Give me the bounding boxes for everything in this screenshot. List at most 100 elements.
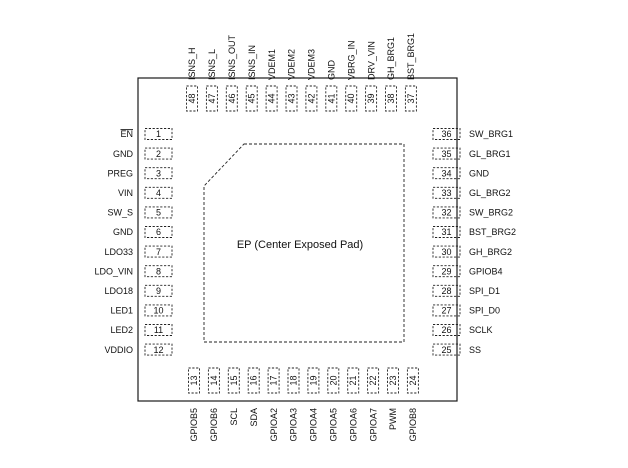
pin-name-3: PREG [107, 168, 133, 178]
pin-pad-35 [432, 147, 461, 160]
pin-number-45: 45 [247, 93, 257, 103]
pin-name-29: GPIOB4 [469, 266, 503, 276]
pin-name-32: SW_BRG2 [469, 208, 513, 218]
pin-pad-38 [385, 85, 397, 112]
pin-group: 1EN2GND3PREG4VIN5SW_S6GND7LDO338LDO_VIN9… [94, 33, 516, 442]
pin-pad-2 [144, 147, 173, 160]
pin-name-26: SCLK [469, 325, 493, 335]
pin-name-31: BST_BRG2 [469, 227, 516, 237]
pin-name-20: GPIOA5 [329, 408, 339, 442]
pin-name-25: SS [469, 345, 481, 355]
pin-pad-4 [144, 186, 173, 199]
pin-number-21: 21 [348, 375, 358, 385]
pin-name-5: SW_S [107, 208, 133, 218]
pin-number-23: 23 [388, 375, 398, 385]
pin-number-42: 42 [306, 93, 316, 103]
pin-name-17: GPIOA2 [269, 408, 279, 442]
pin-name-27: SPI_D0 [469, 306, 500, 316]
pin-number-28: 28 [441, 286, 451, 296]
pin-name-21: GPIOA6 [348, 408, 358, 442]
pin-pad-14 [207, 367, 220, 394]
pin-name-28: SPI_D1 [469, 286, 500, 296]
pin-number-35: 35 [441, 149, 451, 159]
pin-number-38: 38 [386, 93, 396, 103]
pin-pad-40 [345, 85, 358, 112]
pin-pad-47 [205, 85, 218, 112]
pin-number-39: 39 [366, 93, 376, 103]
pin-number-4: 4 [156, 188, 161, 198]
pin-number-13: 13 [189, 375, 199, 385]
pin-number-7: 7 [156, 247, 161, 257]
pin-pad-28 [432, 284, 461, 297]
pin-name-43: VDEM2 [287, 49, 297, 80]
pin-pad-29 [432, 265, 461, 278]
pin-pad-11 [144, 324, 173, 336]
pin-name-35: GL_BRG1 [469, 149, 511, 159]
pin-pad-5 [144, 206, 173, 219]
pin-name-36: SW_BRG1 [469, 129, 513, 139]
pin-number-27: 27 [441, 306, 451, 316]
pin-number-31: 31 [441, 227, 451, 237]
pin-name-15: SCL [229, 408, 239, 426]
pin-pad-8 [144, 265, 173, 278]
pin-pad-41 [325, 85, 338, 112]
pin-pad-22 [367, 367, 380, 394]
pin-number-11: 11 [154, 325, 163, 335]
pin-number-17: 17 [269, 375, 279, 385]
pin-number-41: 41 [326, 93, 336, 103]
pin-pad-36 [432, 128, 461, 140]
pin-number-46: 46 [227, 93, 237, 103]
pin-name-37: BST_BRG1 [406, 33, 416, 80]
pin-pad-25 [432, 343, 461, 356]
pin-number-22: 22 [368, 375, 378, 385]
pin-name-16: SDA [249, 408, 259, 427]
pin-pad-39 [365, 85, 378, 112]
pin-number-1: 1 [156, 129, 161, 139]
pin-name-18: GPIOA3 [289, 408, 299, 442]
pin-name-46: ISNS_OUT [227, 34, 237, 80]
pin-pad-15 [227, 367, 240, 394]
pin-pad-33 [432, 186, 461, 199]
pin-pad-20 [327, 367, 340, 394]
pin-pad-17 [267, 367, 280, 394]
pin-pad-45 [245, 85, 258, 112]
pin-number-33: 33 [441, 188, 451, 198]
pin-pad-34 [432, 167, 461, 180]
pin-name-34: GND [469, 168, 490, 178]
pin-pad-13 [188, 367, 200, 394]
pin-number-47: 47 [207, 93, 217, 103]
pin-name-14: GPIOB6 [209, 408, 219, 442]
pin-number-10: 10 [153, 306, 163, 316]
pin-pad-19 [307, 367, 320, 394]
pin-pad-48 [186, 85, 198, 112]
pin-pad-42 [305, 85, 318, 112]
pin-name-13: GPIOB5 [189, 408, 199, 442]
pin-number-6: 6 [156, 227, 161, 237]
pin-number-36: 36 [441, 129, 451, 139]
pin-name-22: GPIOA7 [368, 408, 378, 442]
pin-name-19: GPIOA4 [309, 408, 319, 442]
pin-name-2: GND [113, 149, 134, 159]
pin-pad-10 [144, 304, 173, 317]
pin-pad-7 [144, 245, 173, 258]
pin-name-33: GL_BRG2 [469, 188, 511, 198]
pin-name-39: DRV_VIN [366, 41, 376, 80]
pin-name-11: LED2 [110, 325, 133, 335]
pin-name-6: GND [113, 227, 134, 237]
pin-name-8: LDO_VIN [94, 266, 133, 276]
pin-name-1: EN [120, 129, 133, 139]
pin-number-19: 19 [308, 375, 318, 385]
pin-pad-12 [144, 343, 173, 356]
pin-name-38: GH_BRG1 [386, 37, 396, 80]
pin-pad-1 [144, 128, 173, 140]
pin-name-40: VBRG_IN [346, 40, 356, 80]
pin-number-34: 34 [441, 168, 451, 178]
package-outline [137, 77, 458, 402]
pin-pad-46 [225, 85, 238, 112]
pin-pad-21 [347, 367, 360, 394]
pin-number-26: 26 [441, 325, 451, 335]
pin-pad-9 [144, 284, 173, 297]
pin-name-23: PWM [388, 408, 398, 430]
pin-number-43: 43 [287, 93, 297, 103]
